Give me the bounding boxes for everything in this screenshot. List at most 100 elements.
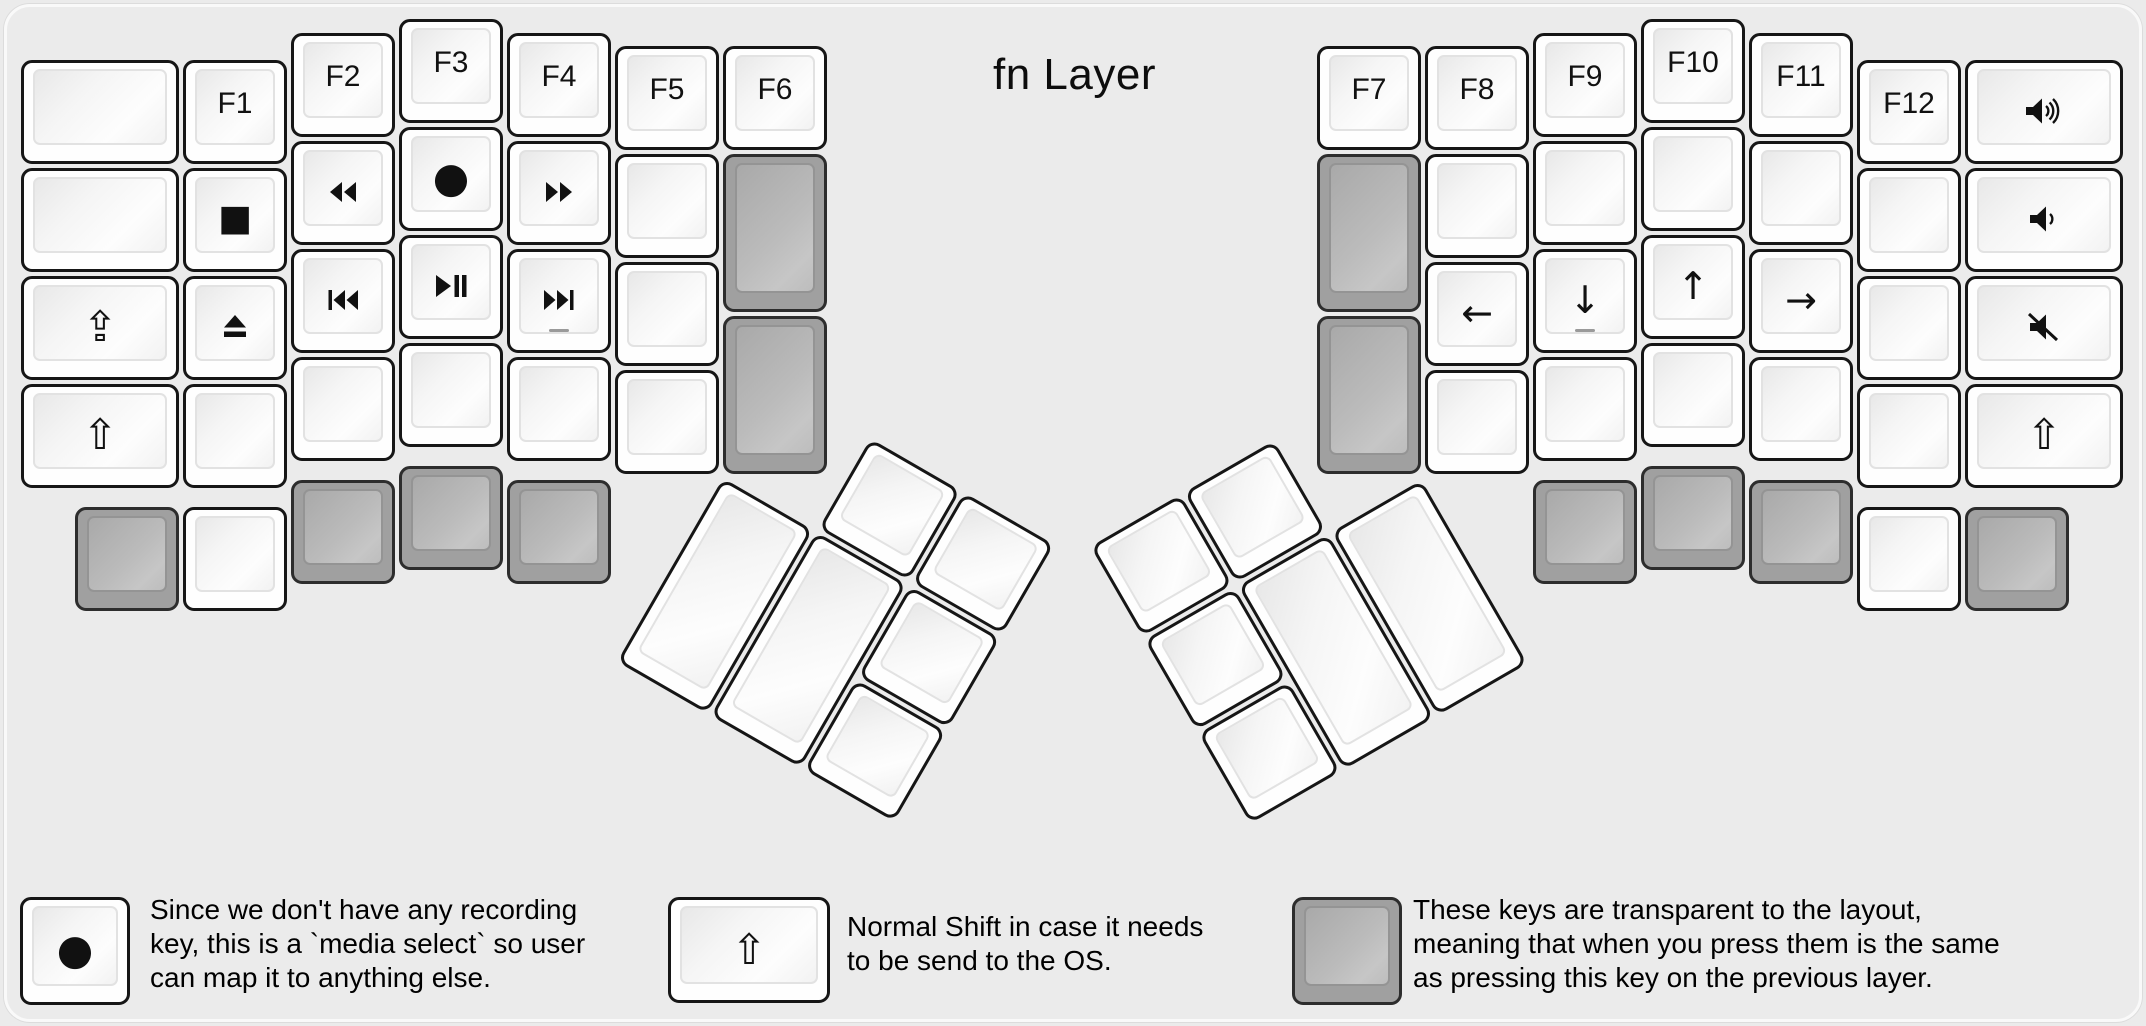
key-arrow-left[interactable]: ← [1425, 262, 1529, 366]
key-f1[interactable]: F1 [183, 60, 287, 164]
key-f5[interactable]: F5 [615, 46, 719, 150]
key-record[interactable]: ● [399, 127, 503, 231]
keycap-surface [838, 452, 946, 559]
keycap-surface [33, 393, 167, 469]
key-blank-r-c8-r3[interactable] [1425, 370, 1529, 474]
key-transparent-l-inner-bottom[interactable] [723, 316, 827, 474]
key-volume-up[interactable] [1965, 60, 2123, 164]
keycap-surface [1437, 271, 1517, 347]
key-next-track[interactable] [507, 249, 611, 353]
key-transparent-r-inner-bottom[interactable] [1317, 316, 1421, 474]
key-rewind[interactable] [291, 141, 395, 245]
keycap-surface [1869, 69, 1949, 145]
key-transparent-r-c10[interactable] [1641, 466, 1745, 570]
volume-down-icon [1968, 177, 2120, 261]
key-blank-l-c3-r3[interactable] [399, 343, 503, 447]
key-blank-r-c11-r1[interactable] [1749, 141, 1853, 245]
keycap-surface [735, 163, 815, 293]
key-fast-forward[interactable] [507, 141, 611, 245]
key-prev-track[interactable] [291, 249, 395, 353]
key-f12[interactable]: F12 [1857, 60, 1961, 164]
key-transparent-l-inner-top[interactable] [723, 154, 827, 312]
key-arrow-up[interactable]: ↑ [1641, 235, 1745, 339]
key-label: F3 [433, 46, 469, 79]
key-play-pause[interactable] [399, 235, 503, 339]
key-volume-down[interactable] [1965, 168, 2123, 272]
key-arrow-down[interactable]: ↓ [1533, 249, 1637, 353]
key-mute[interactable] [1965, 276, 2123, 380]
mute-icon [1968, 285, 2120, 369]
key-arrow-right[interactable]: → [1749, 249, 1853, 353]
key-transparent-r-c9[interactable] [1533, 480, 1637, 584]
keycap-surface [1545, 489, 1625, 565]
key-blank-l-c4-r3[interactable] [507, 357, 611, 461]
keycap-surface [627, 271, 707, 347]
keycap-surface [1869, 393, 1949, 469]
key-label: F6 [757, 73, 793, 106]
legend-shift-key-sample: ⇧ [668, 897, 830, 1003]
keycap-surface [1437, 379, 1517, 455]
key-f2[interactable]: F2 [291, 33, 395, 137]
shift-icon: ⇧ [731, 925, 767, 974]
key-blank-r-c12-r2[interactable] [1857, 276, 1961, 380]
key-blank-l-c1-r3[interactable] [183, 384, 287, 488]
key-transparent-r-bottom[interactable] [1965, 507, 2069, 611]
key-label: F11 [1776, 60, 1826, 93]
keycap-surface [680, 906, 818, 984]
key-stop[interactable]: ■ [183, 168, 287, 272]
key-blank-l-bottom[interactable] [183, 507, 287, 611]
key-blank-l-c2-r3[interactable] [291, 357, 395, 461]
key-blank-r-c9-r1[interactable] [1533, 141, 1637, 245]
record-icon: ● [56, 925, 94, 974]
homing-dash [549, 329, 569, 332]
keycap-surface [1869, 285, 1949, 361]
key-blank-r-c12-r1[interactable] [1857, 168, 1961, 272]
key-transparent-r-inner-top[interactable] [1317, 154, 1421, 312]
key-blank-r-c10-r3[interactable] [1641, 343, 1745, 447]
key-f3[interactable]: F3 [399, 19, 503, 123]
key-label: F2 [325, 60, 361, 93]
key-caps-lock[interactable]: ⇪ [21, 276, 179, 380]
keycap-surface [33, 285, 167, 361]
keycap-surface [33, 69, 167, 145]
keycap-surface [195, 516, 275, 592]
key-f4[interactable]: F4 [507, 33, 611, 137]
key-f6[interactable]: F6 [723, 46, 827, 150]
key-shift-left[interactable]: ⇧ [21, 384, 179, 488]
key-blank-l-c0-r1[interactable] [21, 168, 179, 272]
key-transparent-r-c11[interactable] [1749, 480, 1853, 584]
key-blank-l-c0-r0[interactable] [21, 60, 179, 164]
key-transparent-l-bottom[interactable] [75, 507, 179, 611]
key-blank-r-c10-r1[interactable] [1641, 127, 1745, 231]
key-blank-r-c12-r3[interactable] [1857, 384, 1961, 488]
key-transparent-l-c4[interactable] [507, 480, 611, 584]
key-blank-r-c11-r3[interactable] [1749, 357, 1853, 461]
key-label: F12 [1883, 87, 1935, 120]
key-blank-r-c8-r1[interactable] [1425, 154, 1529, 258]
keycap-surface [411, 352, 491, 428]
keycap-surface [1977, 516, 2057, 592]
keycap-surface [1761, 489, 1841, 565]
key-f8[interactable]: F8 [1425, 46, 1529, 150]
key-blank-l-c5-r1[interactable] [615, 154, 719, 258]
rewind-icon [294, 150, 392, 234]
keycap-surface [411, 28, 491, 104]
key-transparent-l-c3[interactable] [399, 466, 503, 570]
key-f11[interactable]: F11 [1749, 33, 1853, 137]
key-blank-r-bottom[interactable] [1857, 507, 1961, 611]
key-eject[interactable] [183, 276, 287, 380]
key-f10[interactable]: F10 [1641, 19, 1745, 123]
key-blank-r-c9-r3[interactable] [1533, 357, 1637, 461]
key-transparent-l-c2[interactable] [291, 480, 395, 584]
key-shift-right[interactable]: ⇧ [1965, 384, 2123, 488]
legend-transparent-text: These keys are transparent to the layout… [1413, 894, 2000, 993]
key-f7[interactable]: F7 [1317, 46, 1421, 150]
key-label: F7 [1351, 73, 1387, 106]
keycap-surface [195, 69, 275, 145]
key-blank-l-c5-r2[interactable] [615, 262, 719, 366]
key-blank-l-c5-r3[interactable] [615, 370, 719, 474]
keycap-surface [1761, 366, 1841, 442]
arrow-down-icon: ↓ [1569, 278, 1601, 322]
keycap-surface [1329, 55, 1409, 131]
key-f9[interactable]: F9 [1533, 33, 1637, 137]
